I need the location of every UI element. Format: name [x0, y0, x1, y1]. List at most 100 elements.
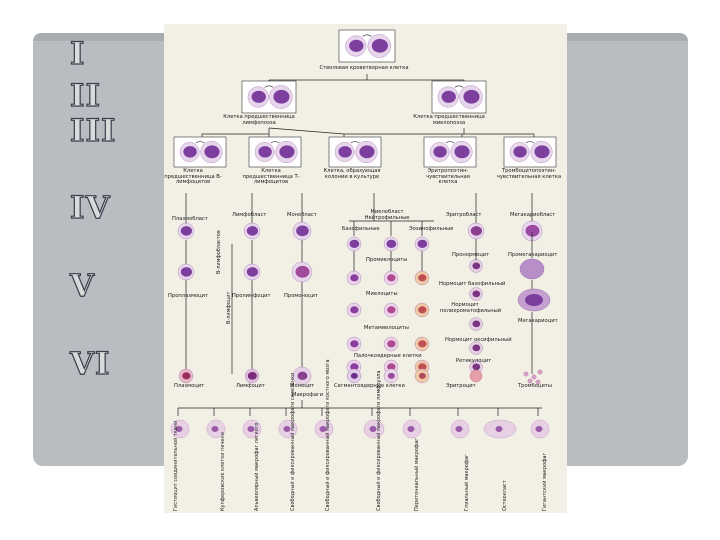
segmented-cells-label: Сегментоядерные клетки	[334, 384, 405, 390]
megakaryoblast-cell-nucleus	[526, 225, 540, 237]
level-label-1: I	[70, 36, 86, 72]
level-label-5: V	[70, 268, 95, 304]
level-label-6: VI	[70, 346, 111, 382]
monoblast-label: Монобласт	[287, 213, 317, 219]
myeloid-progenitor-frame-cell-left-nucleus	[442, 91, 456, 103]
myeloid-progenitor-frame-cell-right-nucleus	[463, 90, 479, 104]
basophilic-normocyte-label: Нормоцит базофильный	[439, 282, 505, 288]
myelocytes-label: Миелоциты	[366, 292, 398, 298]
lymphoblast-label: Лимфобласт	[232, 213, 266, 219]
tissue-macrophage-label-6: Свободный и фиксированный макрофаги лимф…	[376, 371, 382, 511]
tissue-macrophage-label-5: Свободный и фиксированный макрофаги кост…	[325, 359, 331, 511]
eosinophil-myeloblast-cell-nucleus	[417, 240, 427, 248]
granulocyte-cell-1-2-nucleus	[350, 306, 358, 313]
cfu-frame-cell-right-nucleus	[359, 145, 374, 158]
megakaryoblast-label: Мегакариобласт	[510, 213, 555, 219]
prolymphocyte-cell-nucleus	[247, 267, 258, 277]
b-progenitor-label: Клетка предшественница В-лимфоцитов	[164, 169, 222, 186]
tissue-macrophage-label-3: Альвеолярный макрофаг легкого	[254, 423, 260, 511]
erythroid-cell-3-nucleus	[472, 321, 480, 328]
granulocyte-cell-2-1-nucleus	[387, 274, 395, 281]
erythroid-cell-2-nucleus	[472, 291, 480, 298]
oxyphilic-normocyte-label: Нормоцит оксифильный	[445, 338, 512, 344]
eosinophil-branch-label: Эозинофильные	[409, 227, 453, 233]
plasmocyte-cell-nucleus	[182, 372, 190, 379]
lymphoblast-cell-nucleus	[247, 226, 258, 236]
b-progenitor-frame-cell-right-nucleus	[204, 145, 219, 158]
level-label-3: III	[70, 113, 117, 149]
granulocyte-cell-3-1-nucleus	[418, 274, 426, 281]
monoblast-cell-nucleus	[296, 225, 309, 236]
megakaryocyte-label: Мегакариоцит	[518, 319, 558, 325]
t-progenitor-frame-cell-left-nucleus	[258, 146, 271, 157]
tissue-macrophage-label-10: Гигантский макрофаг	[542, 453, 548, 511]
polychromatophilic-normocyte-label: Нормоцит полихроматофильный	[440, 303, 490, 314]
stem-cell-label: Стволовая кроветворная клетка	[304, 66, 424, 72]
megakaryocyte-nucleus	[525, 294, 543, 306]
tissue-macrophage-label-9: Остеокласт	[502, 480, 508, 511]
segmented-neutrophil-cell-nucleus	[388, 373, 395, 379]
segmented-eosinophil-cell-nucleus	[419, 373, 426, 379]
basophil-myeloblast-cell-nucleus	[349, 240, 359, 248]
proplasmocyte-cell-nucleus	[181, 267, 192, 277]
lymphoid-progenitor-frame-cell-left-nucleus	[252, 91, 266, 103]
erythroid-cell-4-nucleus	[472, 345, 480, 352]
band-cells-label: Палочкоядерные клетки	[354, 354, 422, 360]
b-lymphoblast-vertical-label: В-лимфобластов	[216, 230, 222, 274]
plasmoblast-label: Плазмобласт	[172, 217, 208, 223]
granulocyte-cell-1-3-nucleus	[350, 340, 358, 347]
tissue-macrophage-nucleus-7	[408, 426, 415, 432]
promegakaryocyte-label: Промегакариоцит	[508, 253, 557, 259]
plasmocyte-label: Плазмоцит	[174, 384, 204, 390]
granulocyte-cell-3-3-nucleus	[418, 340, 426, 347]
reticulocyte-label: Ретикулоцит	[456, 359, 491, 365]
cfu-frame-cell-left-nucleus	[338, 146, 351, 157]
tissue-macrophage-nucleus-2	[212, 426, 219, 432]
connector-line	[269, 128, 344, 134]
myeloblast-label: Миелобласт Нейтрофильные	[364, 210, 410, 221]
granulocyte-cell-2-3-nucleus	[387, 340, 395, 347]
tpo-sensitive-label: Тромбоцитопоэтин-чувствительная клетка	[494, 169, 564, 180]
tissue-macrophage-nucleus-8	[456, 426, 463, 432]
tissue-macrophage-label-7: Перитонеальный макрофаг	[414, 438, 420, 511]
t-progenitor-label: Клетка предшественница Т-лимфоцитов	[242, 169, 300, 186]
b-lymphocyte-vertical-label: В-лимфоцит	[226, 292, 232, 324]
thrombocytes-label: Тромбоциты	[518, 384, 552, 390]
tissue-macrophage-label-1: Гистиоцит соединительной ткани	[173, 421, 179, 511]
lymphoid-progenitor-label: Клетка предшественница лимфопоэза	[219, 115, 299, 126]
epo-sensitive-frame-cell-right-nucleus	[454, 145, 469, 158]
metamyelocytes-label: Метамиелоциты	[364, 326, 409, 332]
segmented-basophil-cell-nucleus	[351, 373, 358, 379]
promonocyte-label: Промоноцит	[284, 294, 318, 300]
basophil-branch-label: Базофильные	[342, 227, 380, 233]
tpo-sensitive-frame-cell-left-nucleus	[513, 146, 526, 157]
tissue-macrophage-label-2: Купферовские клетки печени	[220, 432, 226, 511]
epo-sensitive-label: Эритропоэтин-чувствительная клетка	[417, 169, 479, 186]
granulocyte-cell-3-2-nucleus	[418, 306, 426, 313]
erythroid-cell-1-nucleus	[472, 263, 480, 270]
pronormocyte-label: Пронормоцит	[452, 253, 489, 259]
thrombocyte-3	[538, 370, 542, 374]
tissue-macrophage-label-4: Свободный и фиксированный макрофаги селе…	[290, 373, 296, 511]
level-label-4: IV	[70, 190, 111, 226]
stem-cell-frame-cell-left-nucleus	[349, 40, 363, 52]
lymphocyte-cell-nucleus	[248, 372, 257, 380]
thrombocyte-1	[524, 372, 528, 376]
tpo-sensitive-frame-cell-right-nucleus	[534, 145, 549, 158]
promegakaryocyte-cell	[520, 259, 544, 279]
promyelocytes-label: Промиелоциты	[366, 258, 407, 264]
cfu-label: Клетка, образующая колонии в культуре	[319, 169, 385, 180]
granulocyte-cell-2-2-nucleus	[387, 306, 395, 313]
macrophages-label: Макрофаги	[292, 393, 323, 399]
tissue-macrophage-nucleus-9	[496, 426, 503, 432]
thrombocyte-2	[532, 375, 536, 379]
stem-cell-frame-cell-right-nucleus	[372, 39, 388, 53]
monocyte-cell-nucleus	[298, 372, 308, 380]
b-progenitor-frame-cell-left-nucleus	[183, 146, 196, 157]
lymphoid-progenitor-frame-cell-right-nucleus	[273, 90, 289, 104]
erythroblast-cell-nucleus	[471, 226, 482, 236]
erythroblast-label: Эритробласт	[446, 213, 481, 219]
lymphocyte-label: Лимфоцит	[236, 384, 265, 390]
tissue-macrophage-label-8: Глиальный макрофаг	[464, 454, 470, 511]
erythrocyte-cell	[470, 370, 482, 382]
